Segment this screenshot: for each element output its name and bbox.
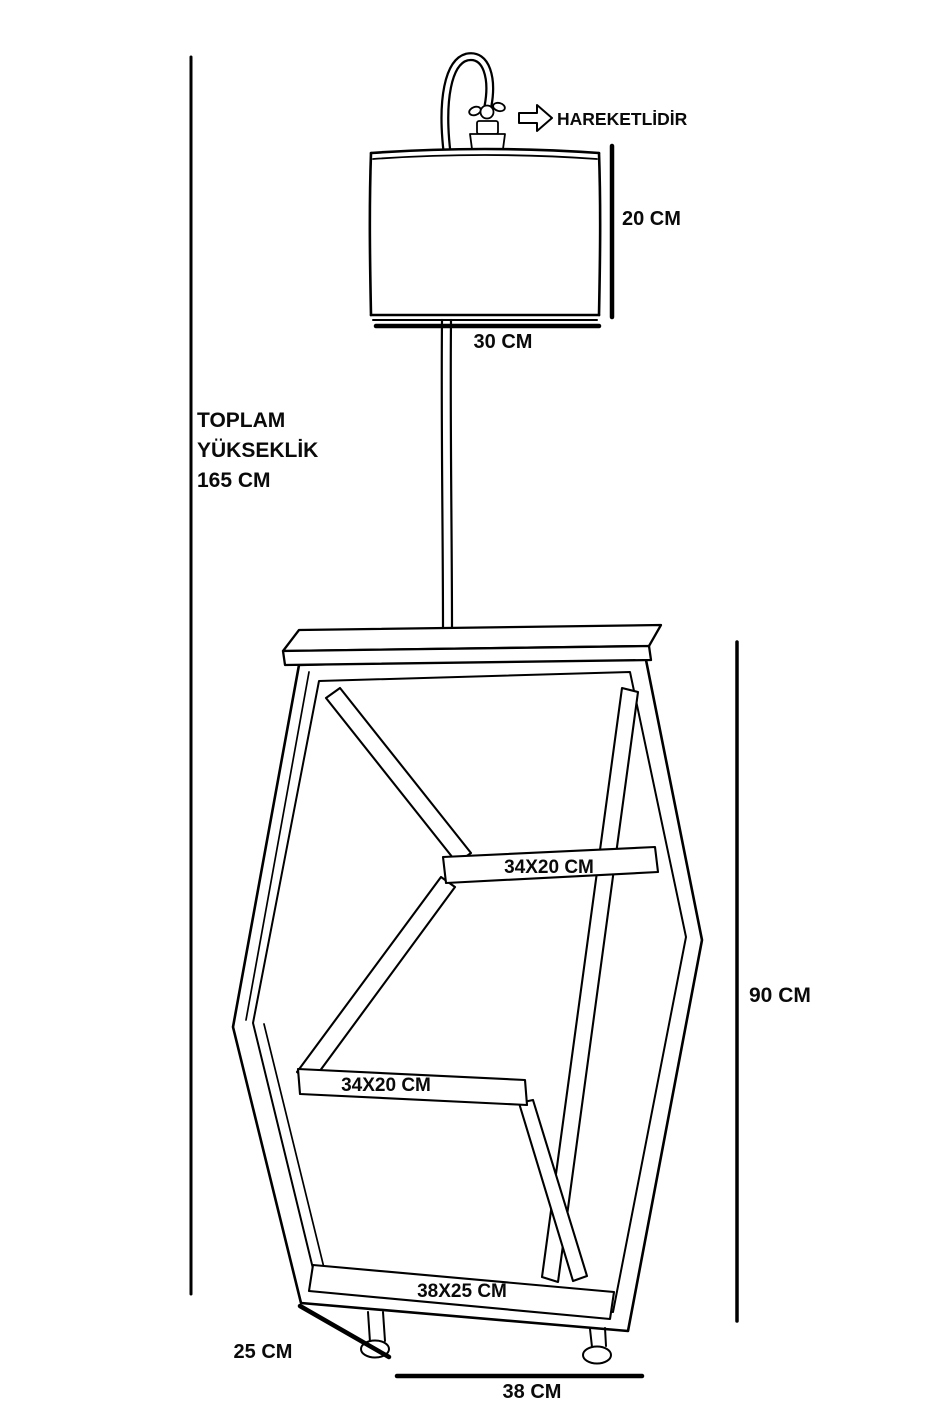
frame-brace-right-diagonal <box>540 686 640 1284</box>
frame-left-depth-line <box>245 671 310 1021</box>
lamp-pole <box>440 318 454 633</box>
lampshade-right-edge <box>597 151 602 317</box>
movable-label: HAREKETLİDİR <box>557 109 688 129</box>
wing-nut-right <box>492 101 506 113</box>
frame-brace-top-left-diagonal <box>324 686 473 865</box>
lampshade-fill <box>370 150 600 320</box>
frame-inner-outline <box>252 671 687 1313</box>
gooseneck-core <box>442 54 492 155</box>
socket-body <box>476 120 499 135</box>
gooseneck-arm <box>440 52 495 157</box>
wing-nut-knob <box>479 104 495 120</box>
shade-width-label: 30 CM <box>474 331 533 353</box>
pole-left-line <box>440 318 445 633</box>
bottom-shelf-label: 38X25 CM <box>417 1281 507 1302</box>
foot-right-stem-b <box>604 1327 607 1347</box>
lamp-socket <box>468 101 506 150</box>
socket-base <box>469 133 506 150</box>
foot-left-stem-b <box>382 1311 386 1342</box>
total-height-label-line2: YÜKSEKLİK <box>197 439 318 462</box>
shelf-unit <box>231 623 704 1365</box>
foot-right <box>582 1327 612 1365</box>
foot-right-stem-a <box>589 1328 593 1348</box>
pole-right-line <box>449 318 454 633</box>
frame-lower-left-depth-line <box>263 1023 328 1281</box>
foot-right-pad <box>582 1345 612 1365</box>
top-shelf-label: 34X20 CM <box>504 857 594 878</box>
width-label: 38 CM <box>503 1381 562 1403</box>
foot-left-stem-a <box>367 1311 371 1343</box>
middle-shelf-panel <box>296 1067 529 1107</box>
top-shelf-panel <box>441 845 660 885</box>
depth-label: 25 CM <box>234 1341 293 1363</box>
lampshade-top-rim-inner <box>372 154 598 160</box>
middle-shelf-label: 34X20 CM <box>341 1075 431 1096</box>
lampshade <box>368 147 602 321</box>
lampshade-left-edge <box>368 151 373 317</box>
frame-brace-lower-diagonal <box>517 1098 589 1283</box>
movable-arrow-icon <box>518 104 553 132</box>
shade-height-label: 20 CM <box>622 208 681 230</box>
depth-dimension-line <box>297 1303 392 1360</box>
lampshade-top-rim <box>369 147 601 155</box>
frame-brace-mid-left-diagonal <box>295 875 457 1085</box>
bottom-shelf-panel <box>307 1263 616 1321</box>
total-height-label-line3: 165 CM <box>197 469 271 492</box>
table-top-front-edge <box>281 644 653 667</box>
unit-height-label: 90 CM <box>749 984 811 1007</box>
total-height-label-line1: TOPLAM <box>197 409 285 432</box>
